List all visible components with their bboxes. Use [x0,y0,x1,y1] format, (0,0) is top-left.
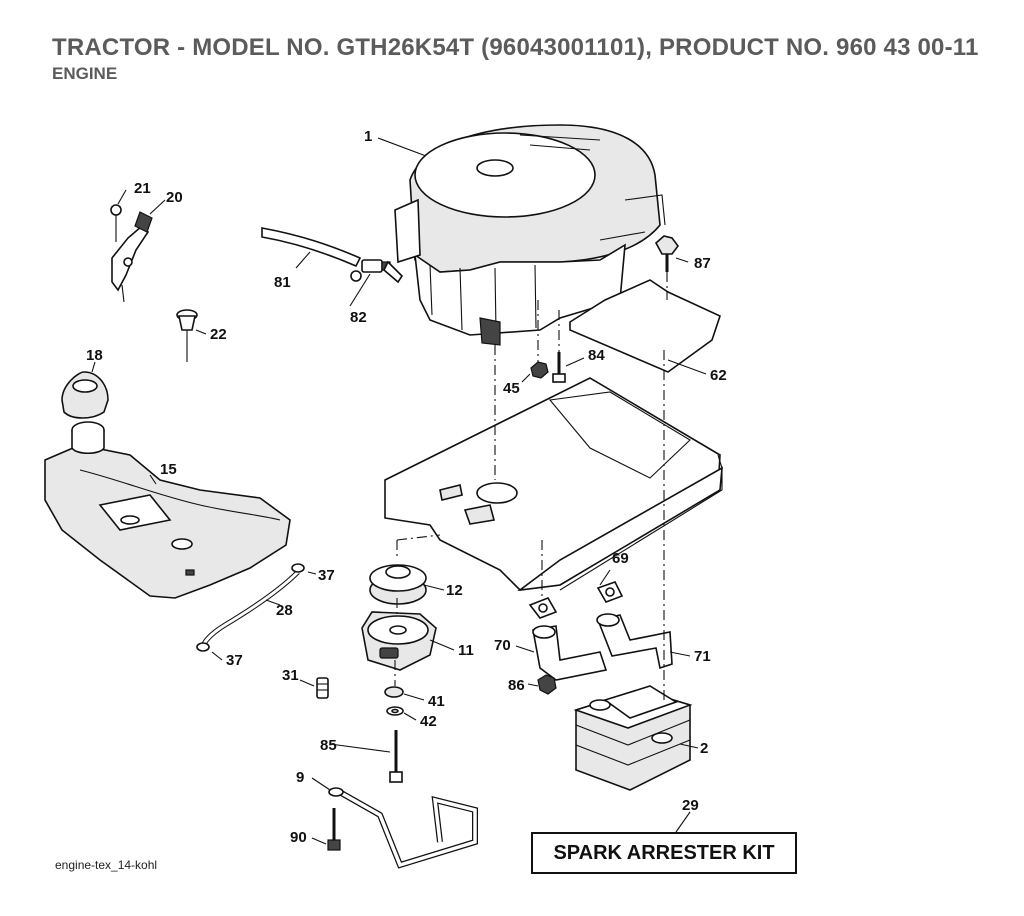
nut-part-86 [537,674,557,695]
callout-37-upper: 37 [318,567,335,584]
callout-28: 28 [276,602,293,619]
chassis-frame [384,377,723,592]
heat-shield-part-62 [569,279,721,373]
callout-82: 82 [350,309,367,326]
screw-part-21 [110,204,122,242]
bolt-part-90 [327,808,341,851]
callout-81: 81 [274,274,291,291]
bolt-part-85 [389,730,403,783]
diagram-id-footer: engine-tex_14-kohl [55,858,158,872]
throttle-control-part-20 [111,211,153,303]
callout-37-lower: 37 [226,652,243,669]
callout-84: 84 [588,347,605,364]
callout-22: 22 [210,326,227,343]
nut-part-45 [530,361,549,379]
callout-41: 41 [428,693,445,710]
muffler-bracket-part-9 [328,787,478,869]
gasket-part-69-right [596,581,624,603]
callout-20: 20 [166,189,183,206]
leader-lines [91,137,707,845]
bolt-part-87 [654,235,679,272]
washer-part-42 [386,706,404,716]
callout-45: 45 [503,380,520,397]
callout-labels: 1 2 9 11 12 15 18 20 21 22 28 29 31 37 3… [86,128,727,846]
callout-18: 18 [86,347,103,364]
callout-12: 12 [446,582,463,599]
exhaust-pipe-part-70 [532,625,608,681]
callout-87: 87 [694,255,711,272]
fuel-line-part-28 [201,570,300,646]
filter-part-31 [316,677,329,699]
drain-hose-part-81 [261,227,362,268]
callout-70: 70 [494,637,511,654]
callout-1: 1 [364,128,372,145]
callout-71: 71 [694,648,711,665]
alignment-lines [394,272,668,700]
page-title: TRACTOR - MODEL NO. GTH26K54T (960430011… [52,34,979,61]
bolt-part-22 [176,309,198,362]
pulley-part-12 [369,564,427,605]
gasket-part-69-left [528,597,558,619]
callout-11: 11 [458,642,474,659]
spacer-part-41 [384,686,404,698]
fuel-cap-part-18 [61,371,109,419]
fuel-tank-part-15 [44,421,291,599]
hose-clamp-part-37-upper [291,563,305,573]
callout-9: 9 [296,769,304,786]
clutch-part-11 [361,611,437,671]
callout-31: 31 [282,667,299,684]
callout-90: 90 [290,829,307,846]
callout-69: 69 [612,550,629,567]
callout-62: 62 [710,367,727,384]
drain-fitting-part-82 [350,259,404,284]
callout-21: 21 [134,180,151,197]
exhaust-pipe-part-71 [596,613,673,670]
hose-clamp-part-37-lower [196,642,210,652]
callout-85: 85 [320,737,337,754]
bolt-part-84 [552,352,566,383]
page-subtitle: ENGINE [52,64,118,83]
callout-15: 15 [160,461,177,478]
engine-part-1 [394,124,666,346]
callout-29: 29 [682,797,699,814]
callout-86: 86 [508,677,525,694]
callout-42: 42 [420,713,437,730]
muffler-part-2 [573,685,693,791]
callout-2: 2 [700,740,708,757]
spark-arrester-kit-label: SPARK ARRESTER KIT [531,832,797,874]
